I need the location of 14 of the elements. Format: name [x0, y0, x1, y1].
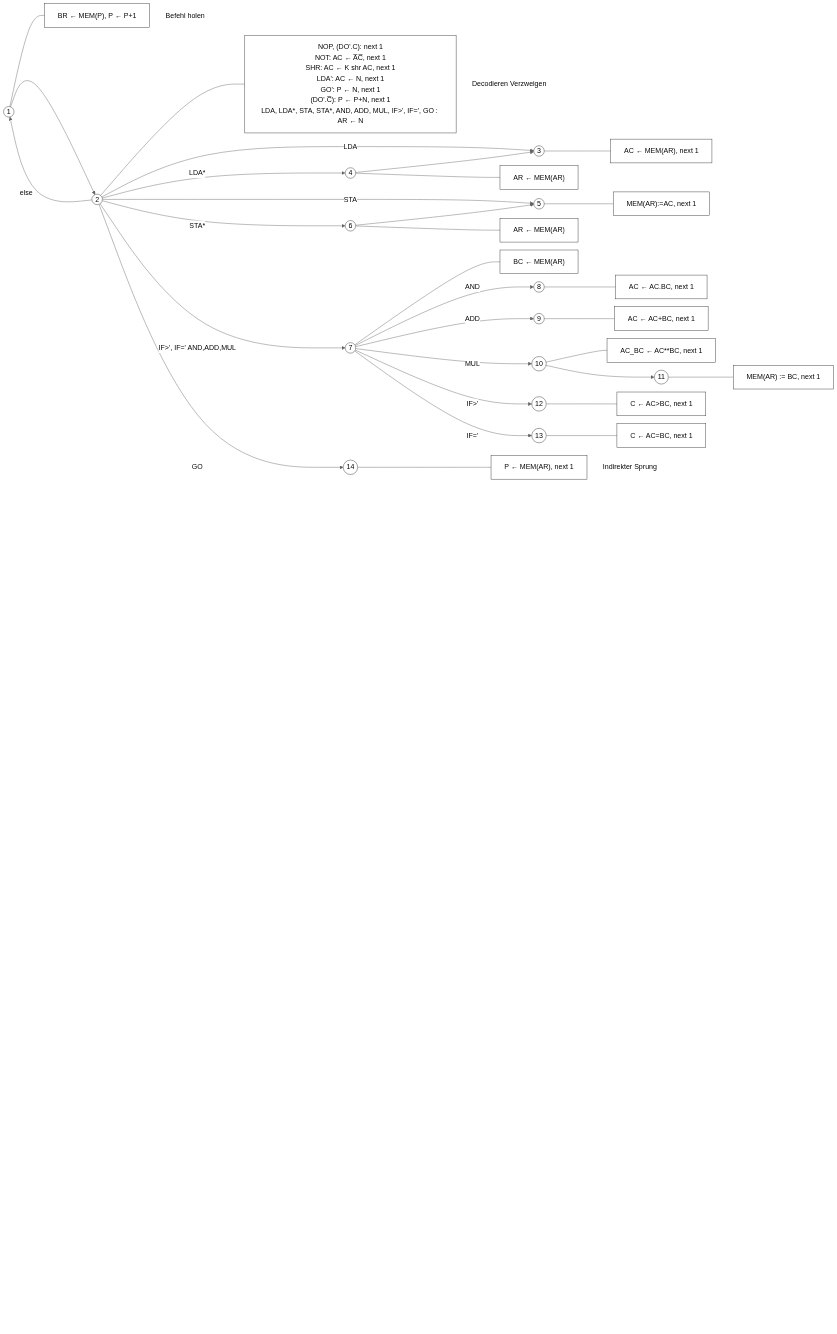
- connector: [545, 350, 608, 363]
- connector: [9, 15, 45, 107]
- connector: [544, 318, 615, 319]
- connector: [355, 172, 501, 178]
- connector: [546, 435, 618, 436]
- connector: [546, 403, 618, 405]
- connector: [668, 376, 734, 378]
- connector: [544, 150, 611, 152]
- connector: [355, 225, 501, 231]
- connector: [354, 261, 501, 346]
- connector: [357, 467, 492, 468]
- connector: [100, 83, 245, 196]
- connector: [544, 203, 614, 204]
- connector: [544, 286, 616, 288]
